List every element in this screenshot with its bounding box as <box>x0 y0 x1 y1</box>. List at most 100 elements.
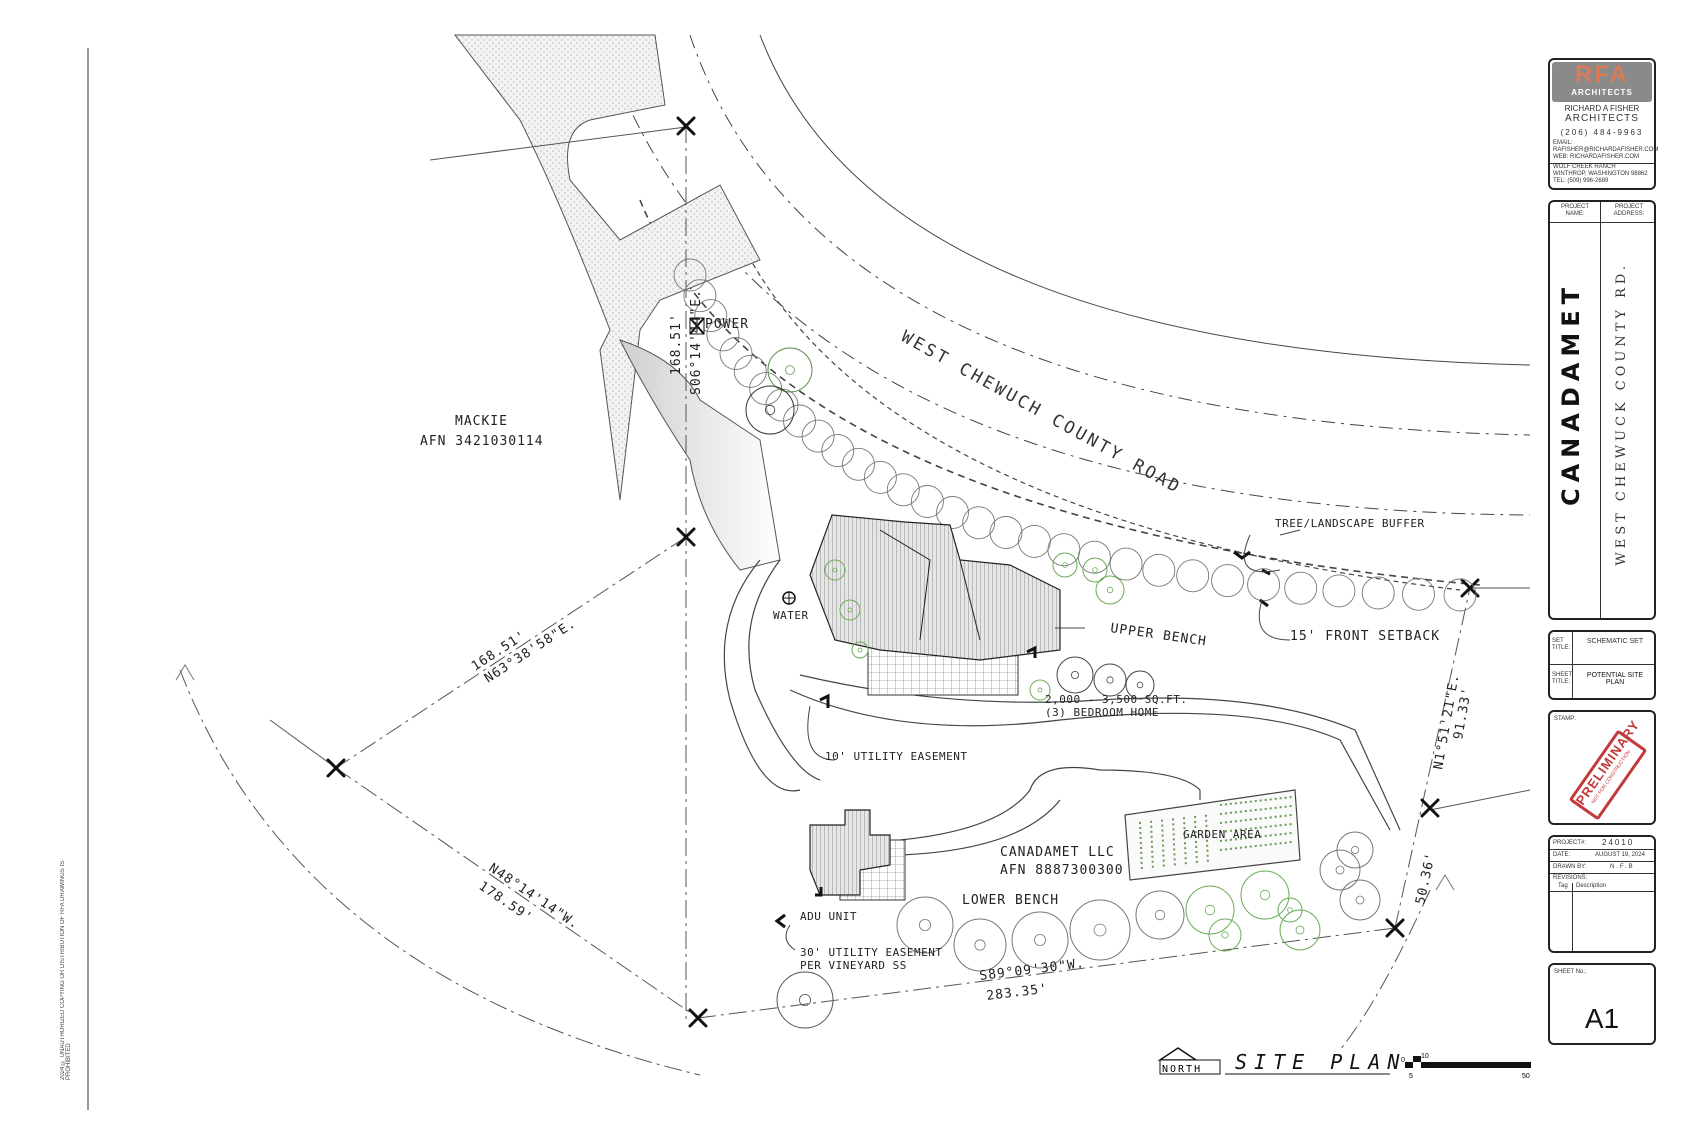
buffer-tree <box>683 279 717 313</box>
west-bearing: S06°14'44"E. <box>689 289 704 395</box>
tree-trunk <box>847 607 853 613</box>
garden-row <box>1219 796 1293 806</box>
set-title-label: SET TITLE: <box>1552 638 1571 651</box>
tree-canopy <box>1279 909 1321 951</box>
survey-markers <box>326 116 1480 1028</box>
garden-row <box>1172 818 1176 869</box>
project-name: CANADAMET <box>1557 282 1585 506</box>
lower-bench-label: LOWER BENCH <box>962 893 1059 908</box>
tree-canopy <box>1208 918 1242 952</box>
scale-bar: 0 5 10 50 <box>1401 1053 1531 1080</box>
tree-trunk <box>1093 923 1107 937</box>
tree-trunk <box>1136 681 1144 689</box>
tree-trunk <box>764 404 776 416</box>
rev-col-desc: Description <box>1576 883 1607 889</box>
buffer-tree <box>1017 524 1051 558</box>
tree-canopy <box>776 971 834 1029</box>
home-beds-label: (3) BEDROOM HOME <box>1045 706 1159 719</box>
buffer-tree <box>706 318 740 352</box>
project-name-label: PROJECT NAME: <box>1560 204 1589 217</box>
tree-trunk <box>1092 567 1098 573</box>
office-2: WINTHROP, WASHINGTON 98862 <box>1553 171 1648 177</box>
buffer-tree <box>1284 571 1318 605</box>
upper-bench-label: UPPER BENCH <box>1109 621 1207 649</box>
main-house <box>809 514 1061 696</box>
water-marker <box>782 591 796 605</box>
tree-canopy <box>1185 885 1235 935</box>
project-no: 24010 <box>1602 838 1635 847</box>
tree-canopy <box>851 641 869 659</box>
rev-col-tag: Tag <box>1558 883 1568 889</box>
tree-canopy <box>1069 899 1131 961</box>
west-distance: 168.51' <box>669 313 684 375</box>
owner-label: CANADAMET LLC <box>1000 845 1115 860</box>
buffer-tree <box>719 337 753 370</box>
se-distance: 50.36' <box>1413 851 1439 906</box>
road-label: WEST CHEWUCH COUNTY ROAD <box>898 327 1186 498</box>
tree-trunk <box>1204 904 1216 916</box>
garden-row <box>1219 841 1293 851</box>
copyright-notice: 2024 © UNAUTHORIZED COPYING OR DISTRIBUT… <box>60 860 72 1080</box>
tree-trunk <box>1335 865 1345 875</box>
neighbor-name: MACKIE <box>455 414 508 429</box>
sheet-title: SITE PLAN <box>1235 1050 1406 1074</box>
sheet-no-label: SHEET No.: <box>1554 969 1587 975</box>
set-title: SCHEMATIC SET <box>1586 638 1644 645</box>
buffer-tree <box>1211 564 1245 598</box>
tree-trunk <box>799 994 812 1007</box>
buffer-tree <box>821 434 855 468</box>
firm-email: EMAIL: RAFISHER@RICHARDAFISHER.COM <box>1553 140 1659 153</box>
garden-row <box>1219 823 1293 833</box>
revisions-label: REVISIONS: <box>1553 875 1588 881</box>
tree-trunk <box>1037 687 1043 693</box>
driveway-pad <box>619 339 781 571</box>
drawn-label: DRAWN BY: <box>1553 864 1587 870</box>
tree-canopy <box>953 918 1007 972</box>
firm-box: RFA ARCHITECTS RICHARD A FISHER ARCHITEC… <box>1548 58 1659 190</box>
buffer-tree <box>1176 559 1210 593</box>
utility-easement-30-label: 30' UTILITY EASEMENT <box>800 946 942 959</box>
office-3: TEL: (509) 996-2689 <box>1553 178 1609 184</box>
garden-row <box>1194 815 1198 867</box>
buffer-tree <box>1361 576 1395 610</box>
tree-canopy <box>745 385 795 435</box>
svg-text:50: 50 <box>1522 1073 1530 1080</box>
buffer-tree <box>1247 568 1281 602</box>
tree-canopy <box>1056 656 1094 694</box>
tree-trunk <box>1221 931 1229 939</box>
stamp-text: PRELIMINARY <box>1572 717 1643 808</box>
svg-text:NORTH: NORTH <box>1162 1064 1202 1075</box>
project-address-label: PROJECT ADDRESS: <box>1613 204 1645 217</box>
buffer-tree <box>1443 578 1477 612</box>
title-block: RFA ARCHITECTS RICHARD A FISHER ARCHITEC… <box>1548 58 1668 1078</box>
sheet-title-field: POTENTIAL SITE PLAN <box>1586 672 1644 686</box>
buffer-tree <box>1142 553 1176 587</box>
buffer-tree <box>863 460 897 494</box>
firm-name-2: ARCHITECTS <box>1565 113 1639 124</box>
tree-trunk <box>1351 846 1360 855</box>
garden-row <box>1219 805 1293 815</box>
tree-trunk <box>919 919 932 932</box>
firm-name-1: RICHARD A FISHER <box>1564 104 1640 113</box>
tree-canopy <box>1277 897 1303 923</box>
tree-canopy <box>1240 870 1290 920</box>
office-1: WOLF CREEK RANCH <box>1553 164 1616 170</box>
tree-trunk <box>1062 562 1068 568</box>
tree-trunk <box>1259 889 1271 901</box>
garden-area <box>1124 789 1301 881</box>
neighbor-afn: AFN 3421030114 <box>420 434 544 449</box>
tree-canopy <box>839 599 861 621</box>
buffer-tree <box>1109 547 1143 581</box>
garden-row <box>1150 820 1154 871</box>
tree-canopy <box>767 347 813 393</box>
garden-row <box>1183 817 1187 868</box>
tree-canopy <box>1125 670 1155 700</box>
home-size-label: 2,000 - 3,500 SQ.FT. <box>1045 693 1187 706</box>
tree-trunk <box>974 939 986 951</box>
tree-trunk <box>832 567 838 573</box>
garden-area-label: GARDEN AREA <box>1183 828 1261 841</box>
tree-trunk <box>1154 909 1166 921</box>
tree-canopy <box>1011 911 1069 969</box>
front-setback-label: 15' FRONT SETBACK <box>1290 629 1440 644</box>
power-marker <box>689 317 705 335</box>
